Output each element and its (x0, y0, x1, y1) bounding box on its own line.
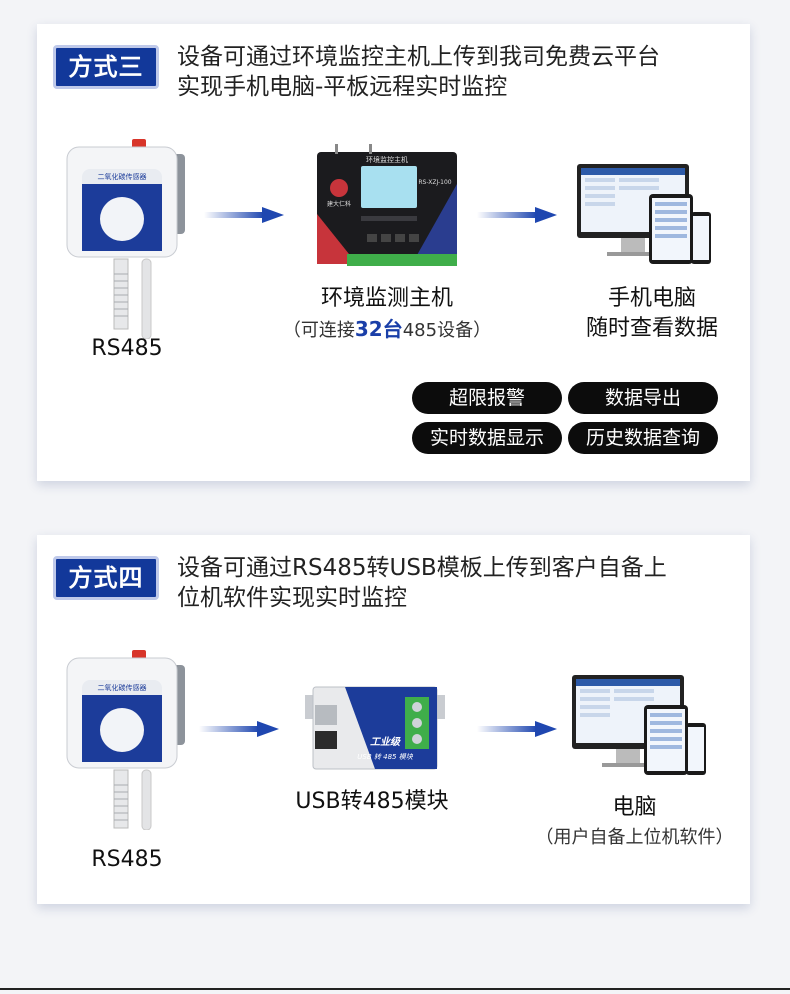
method-four-desc-line1: 设备可通过RS485转USB模板上传到客户自备上 (177, 555, 667, 581)
device-label-line2: 随时查看数据 (585, 316, 718, 341)
host-screen-title: 环境监控主机 (366, 155, 408, 164)
method-three-desc-line2: 实现手机电脑-平板远程实时监控 (177, 74, 508, 100)
method-four-card: 方式四 设备可通过RS485转USB模板上传到客户自备上 位机软件实现实时监控 … (37, 535, 750, 904)
arrow-right-icon (477, 721, 557, 737)
co2-sensor-image: 二氧化碳传感器 (66, 650, 185, 830)
bottom-divider (0, 988, 790, 990)
feature-pill-over-limit-alarm: 超限报警 (412, 382, 562, 414)
computer-tablet-phone-image (572, 675, 706, 775)
feature-pill-data-export: 数据导出 (568, 382, 718, 414)
pc-label-line1: 电脑 (612, 795, 657, 820)
method-three-desc-line1: 设备可通过环境监控主机上传到我司免费云平台 (177, 44, 660, 70)
method-three-description: 设备可通过环境监控主机上传到我司免费云平台 实现手机电脑-平板远程实时监控 (177, 42, 737, 102)
method-three-badge: 方式三 (53, 45, 159, 89)
module-text: USB 转 485 模块 (357, 753, 413, 761)
section4-sensor-label: RS485 (91, 847, 163, 872)
sensor-panel-text: 二氧化碳传感器 (98, 172, 147, 181)
method-four-badge: 方式四 (53, 556, 159, 600)
pc-label-line2: （用户自备上位机软件） (535, 827, 734, 848)
method-four-desc-line2: 位机软件实现实时监控 (177, 585, 407, 611)
module-label: USB转485模块 (295, 789, 449, 814)
usb-485-module-image: 工业级 USB 转 485 模块 (305, 686, 445, 770)
method-four-description: 设备可通过RS485转USB模板上传到客户自备上 位机软件实现实时监控 (177, 553, 737, 613)
host-label-title: 环境监测主机 (320, 286, 453, 311)
host-label: 环境监测主机 （可连接32台485设备） (272, 284, 502, 346)
arrow-right-icon (477, 207, 557, 223)
host-logo: 建大仁科 (327, 200, 351, 208)
method-three-card: 方式三 设备可通过环境监控主机上传到我司免费云平台 实现手机电脑-平板远程实时监… (37, 24, 750, 481)
module-brand: 工业级 (370, 736, 401, 748)
arrow-right-icon (199, 721, 279, 737)
arrow-right-icon (204, 207, 284, 223)
feature-pill-history-query: 历史数据查询 (568, 422, 718, 454)
host-capacity-highlight: 32台 (354, 317, 403, 341)
device-label: 手机电脑 随时查看数据 (557, 284, 747, 344)
co2-sensor-image: 二氧化碳传感器 (66, 139, 185, 339)
host-model: RS-XZJ-100 (418, 179, 451, 186)
computer-tablet-phone-image (577, 164, 711, 264)
section3-sensor-label: RS485 (91, 336, 163, 361)
sensor-panel-text: 二氧化碳传感器 (98, 683, 147, 692)
host-label-sub: （可连接32台485设备） (282, 317, 492, 341)
monitoring-host-image: 环境监控主机 RS-XZJ-100 建大仁科 (317, 144, 457, 266)
feature-pill-realtime-display: 实时数据显示 (412, 422, 562, 454)
pc-label: 电脑 （用户自备上位机软件） (522, 793, 747, 853)
device-label-line1: 手机电脑 (607, 286, 696, 311)
